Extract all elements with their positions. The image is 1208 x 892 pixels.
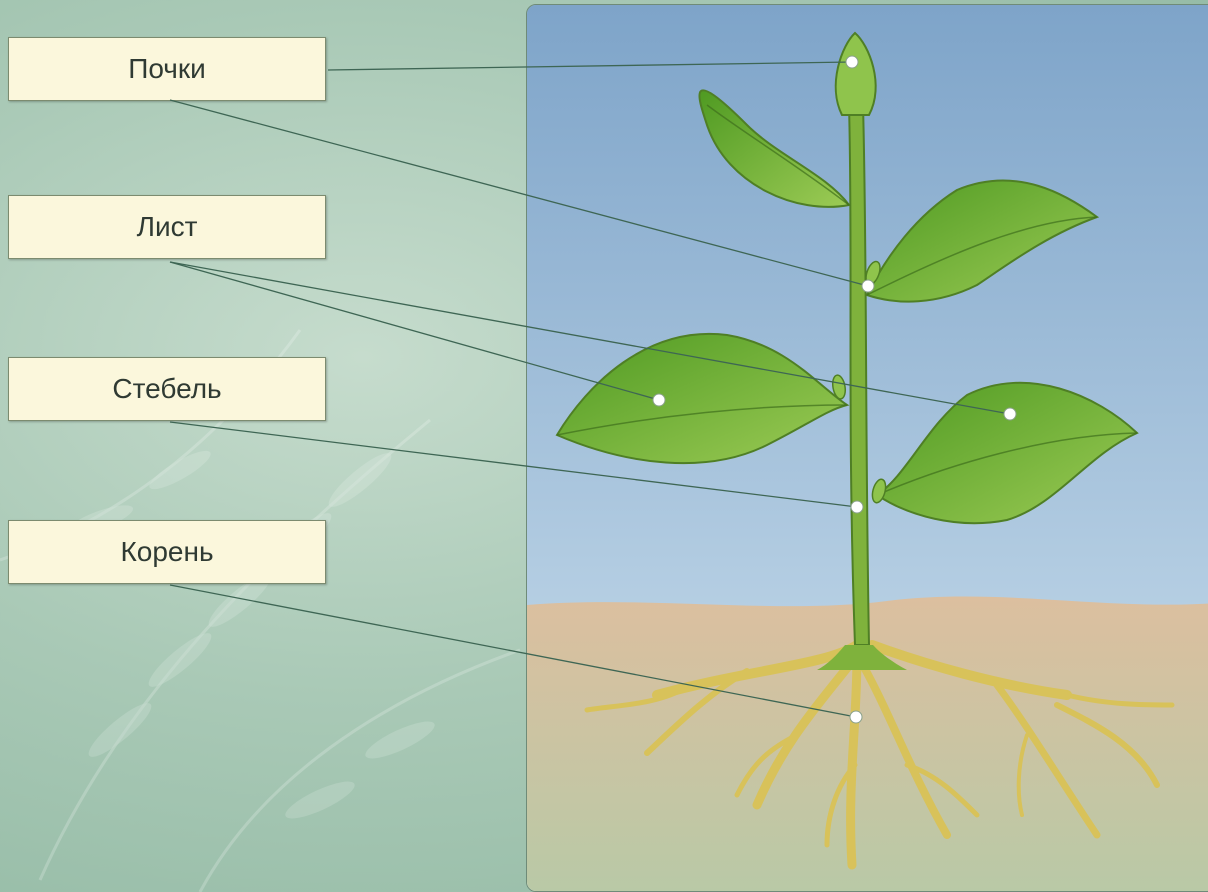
plant-illustration — [527, 5, 1208, 891]
buds-top-marker[interactable] — [846, 56, 858, 68]
plant-illustration-panel — [526, 4, 1208, 892]
fern-background — [0, 0, 530, 892]
label-root[interactable]: Корень — [8, 520, 326, 584]
buds-stem-marker[interactable] — [862, 280, 874, 292]
label-leaf[interactable]: Лист — [8, 195, 326, 259]
root-marker[interactable] — [850, 711, 862, 723]
stem-marker[interactable] — [851, 501, 863, 513]
label-buds[interactable]: Почки — [8, 37, 326, 101]
leaf-left-marker[interactable] — [653, 394, 665, 406]
label-stem[interactable]: Стебель — [8, 357, 326, 421]
leaf-right-marker[interactable] — [1004, 408, 1016, 420]
